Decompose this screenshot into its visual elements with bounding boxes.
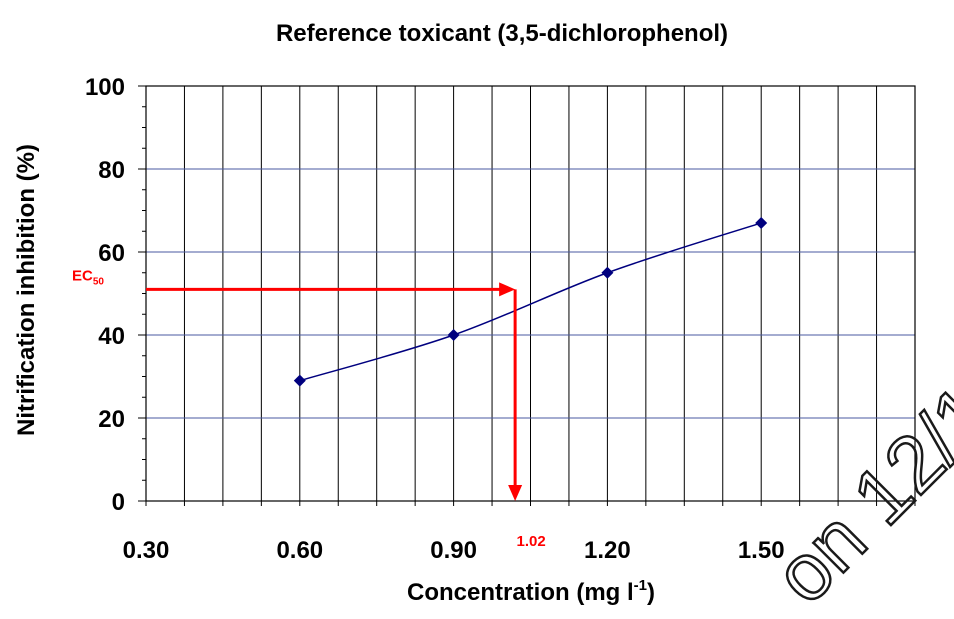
- x-tick-label: 0.60: [276, 537, 323, 564]
- ec50-vertical-arrow-head: [508, 485, 523, 501]
- y-tick-label: 40: [98, 323, 125, 350]
- y-tick-label: 100: [85, 74, 125, 101]
- x-axis-label-superscript: -1: [634, 577, 647, 594]
- watermark-text: on 12/1: [757, 368, 954, 619]
- y-tick-label: 0: [112, 489, 125, 516]
- data-point-marker: [601, 266, 614, 279]
- grid: [146, 85, 915, 501]
- x-axis-label-end: ): [647, 579, 655, 606]
- data-point-marker: [293, 374, 306, 387]
- y-axis-label: Nitrification inhibition (%): [13, 144, 40, 436]
- x-tick-label: 1.20: [584, 537, 631, 564]
- series-line: [299, 222, 762, 382]
- ec50-horizontal-arrow-head: [499, 282, 516, 297]
- x-axis-label-main: Concentration (mg l: [407, 579, 634, 606]
- x-tick-label: 1.50: [738, 537, 785, 564]
- x-tick-label: 0.30: [123, 537, 170, 564]
- data-point-marker: [447, 329, 460, 341]
- y-tick-labels: 0 20 40 60 80 100: [85, 74, 125, 516]
- ec50-value-label: 1.02: [517, 533, 546, 550]
- data-point-marker: [755, 216, 768, 229]
- y-tick-label: 80: [98, 157, 125, 184]
- ec50-label: EC50: [72, 267, 104, 287]
- x-tick-label: 0.90: [430, 537, 477, 564]
- chart-title: Reference toxicant (3,5-dichlorophenol): [276, 20, 728, 47]
- x-tick-labels: 0.30 0.60 0.90 1.20 1.50: [123, 537, 785, 564]
- annotations: EC50 1.02: [72, 267, 546, 550]
- x-axis-label: Concentration (mg l-1): [407, 577, 655, 606]
- y-tick-label: 20: [98, 406, 125, 433]
- series: [293, 216, 768, 387]
- y-tick-label: 60: [98, 240, 125, 267]
- axes: [138, 85, 916, 506]
